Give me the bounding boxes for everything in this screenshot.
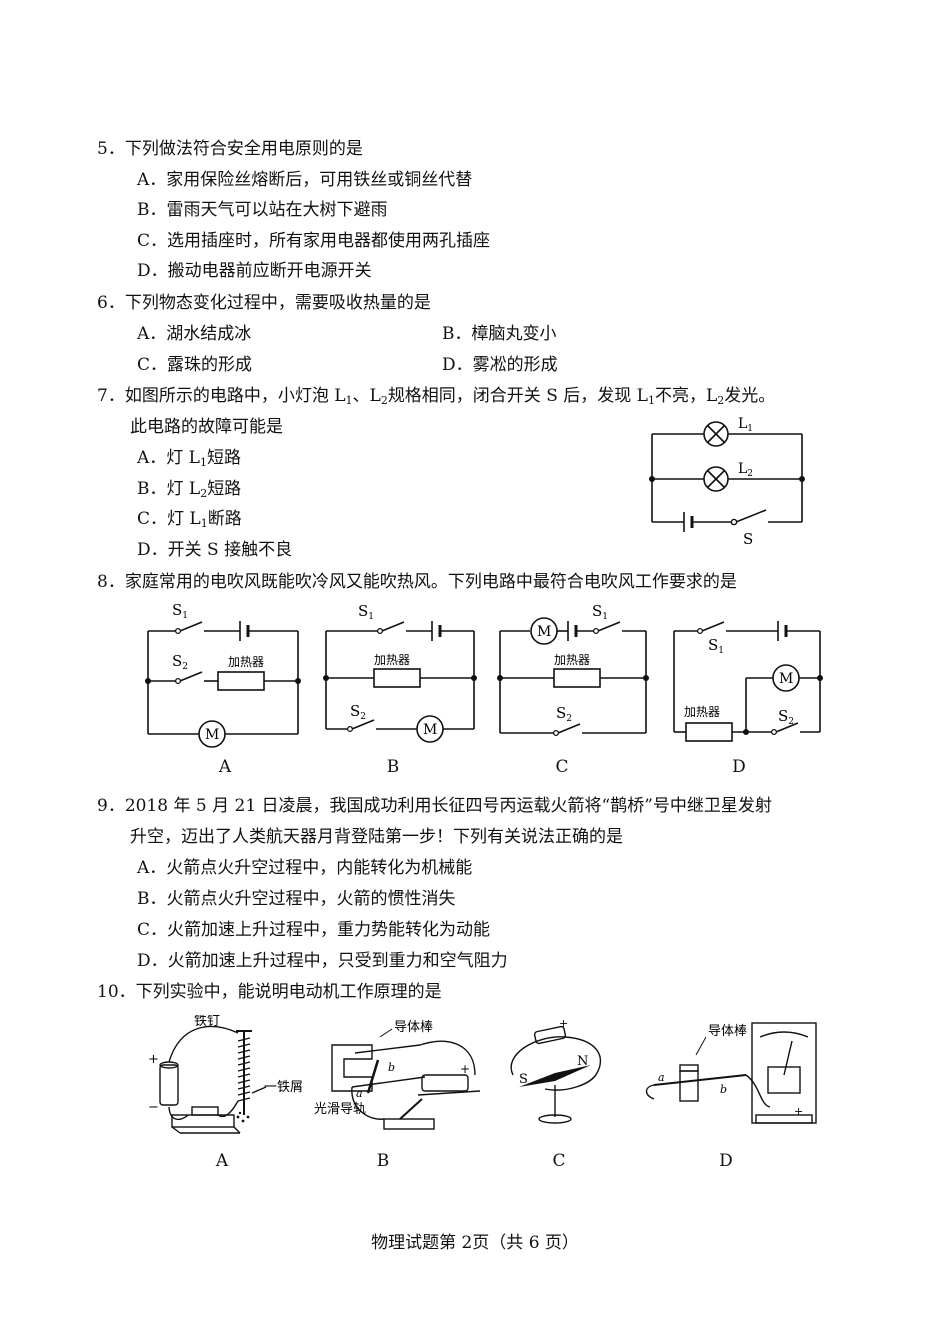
q7-l2-label: L2	[738, 461, 753, 479]
svg-text:M: M	[423, 722, 437, 738]
svg-text:加热器: 加热器	[228, 655, 264, 669]
q8-stem: 8．家庭常用的电吹风既能吹冷风又能吹热风。下列电路中最符合电吹风工作要求的是	[97, 572, 737, 592]
q7-option-c: C．灯 L1断路	[137, 509, 242, 530]
q10-experiment-a-electromagnet: + − 铁钉 一铁屑	[148, 1015, 303, 1134]
q10-stem: 10．下列实验中，能说明电动机工作原理的是	[97, 982, 442, 1002]
svg-text:S1: S1	[172, 601, 188, 621]
svg-text:+: +	[460, 1062, 470, 1076]
q5-option-a: A．家用保险丝熔断后，可用铁丝或铜丝代替	[137, 170, 473, 190]
q8-caption-c: C	[555, 757, 569, 777]
svg-text:b: b	[388, 1061, 395, 1074]
svg-text:光滑导轨: 光滑导轨	[314, 1102, 366, 1117]
q6-option-c: C．露珠的形成	[137, 355, 253, 375]
svg-text:导体棒: 导体棒	[708, 1024, 747, 1039]
svg-text:S1: S1	[708, 636, 724, 656]
q7-stem-line2: 此电路的故障可能是	[130, 417, 283, 437]
q9-option-d: D．火箭加速上升过程中，只受到重力和空气阻力	[137, 951, 508, 971]
q7-option-a: A．灯 L1短路	[137, 448, 241, 469]
svg-text:a: a	[356, 1087, 363, 1100]
svg-text:加热器: 加热器	[684, 705, 720, 719]
svg-text:一铁屑: 一铁屑	[264, 1080, 303, 1095]
svg-text:−: −	[148, 1100, 159, 1115]
svg-text:M: M	[537, 624, 551, 640]
q9-option-b: B．火箭点火升空过程中，火箭的惯性消失	[137, 889, 456, 909]
svg-text:a: a	[658, 1071, 665, 1084]
q5-option-d: D．搬动电器前应断开电源开关	[137, 261, 372, 281]
q10-experiment-d-galvanometer: 导体棒 a b +	[645, 1022, 817, 1124]
svg-text:S1: S1	[592, 602, 608, 622]
svg-text:S2: S2	[556, 704, 572, 724]
q5-stem: 5．下列做法符合安全用电原则的是	[97, 139, 363, 159]
svg-text:N: N	[577, 1054, 588, 1069]
q8-caption-d: D	[732, 757, 746, 777]
svg-text:S2: S2	[350, 702, 366, 722]
page-footer: 物理试题第 2页（共 6 页）	[371, 1233, 579, 1253]
q8-caption-b: B	[386, 757, 400, 777]
q5-option-b: B．雷雨天气可以站在大树下避雨	[137, 200, 388, 220]
q7-switch-label: S	[743, 530, 753, 548]
q10-experiment-c-compass: N S +	[510, 1017, 602, 1124]
q8-circuit-b: S1 S2 加热器 M	[323, 602, 477, 743]
q8-circuit-a: S1 S2 加热器 M	[145, 601, 301, 748]
svg-text:加热器: 加热器	[374, 653, 410, 667]
svg-text:b: b	[720, 1083, 727, 1096]
svg-text:S2: S2	[172, 652, 188, 672]
svg-text:+: +	[559, 1017, 568, 1030]
svg-text:加热器: 加热器	[554, 653, 590, 667]
svg-text:S2: S2	[778, 707, 794, 727]
q10-caption-a: A	[215, 1151, 229, 1171]
q10-caption-c: C	[552, 1151, 566, 1171]
q8-caption-a: A	[218, 757, 232, 777]
svg-text:+: +	[148, 1052, 159, 1067]
q8-circuit-c: M S1 S2 加热器	[497, 602, 649, 737]
q8-circuit-d: S1 S2 加热器 M	[673, 621, 823, 742]
q10-experiment-b-rail: 导体棒 光滑导轨 a b +	[314, 1020, 481, 1130]
svg-text:铁钉: 铁钉	[194, 1015, 220, 1029]
q6-stem: 6．下列物态变化过程中，需要吸收热量的是	[97, 293, 431, 313]
q9-option-a: A．火箭点火升空过程中，内能转化为机械能	[137, 858, 473, 878]
q6-option-a: A．湖水结成冰	[137, 324, 252, 344]
q9-stem-line2: 升空，迈出了人类航天器月背登陆第一步！下列有关说法正确的是	[130, 827, 623, 847]
q7-stem: 7．如图所示的电路中，小灯泡 L1、L2规格相同，闭合开关 S 后，发现 L1不…	[97, 386, 776, 407]
q7-circuit-diagram: L1 L2 S	[649, 416, 805, 548]
svg-text:M: M	[779, 671, 793, 687]
q9-stem: 9．2018 年 5 月 21 日凌晨，我国成功利用长征四号丙运载火箭将“鹊桥”…	[97, 796, 772, 816]
svg-text:导体棒: 导体棒	[394, 1020, 433, 1035]
q7-option-d: D．开关 S 接触不良	[137, 540, 293, 560]
q10-caption-b: B	[376, 1151, 390, 1171]
svg-text:S1: S1	[358, 602, 374, 622]
svg-text:+: +	[794, 1105, 803, 1118]
q7-l1-label: L1	[738, 416, 753, 434]
q6-option-d: D．雾凇的形成	[442, 355, 558, 375]
q10-caption-d: D	[719, 1151, 733, 1171]
q5-option-c: C．选用插座时，所有家用电器都使用两孔插座	[137, 231, 491, 251]
svg-text:M: M	[205, 727, 219, 743]
q6-option-b: B．樟脑丸变小	[442, 324, 557, 344]
q9-option-c: C．火箭加速上升过程中，重力势能转化为动能	[137, 920, 491, 940]
q7-option-b: B．灯 L2短路	[137, 479, 242, 500]
svg-text:S: S	[519, 1072, 528, 1087]
